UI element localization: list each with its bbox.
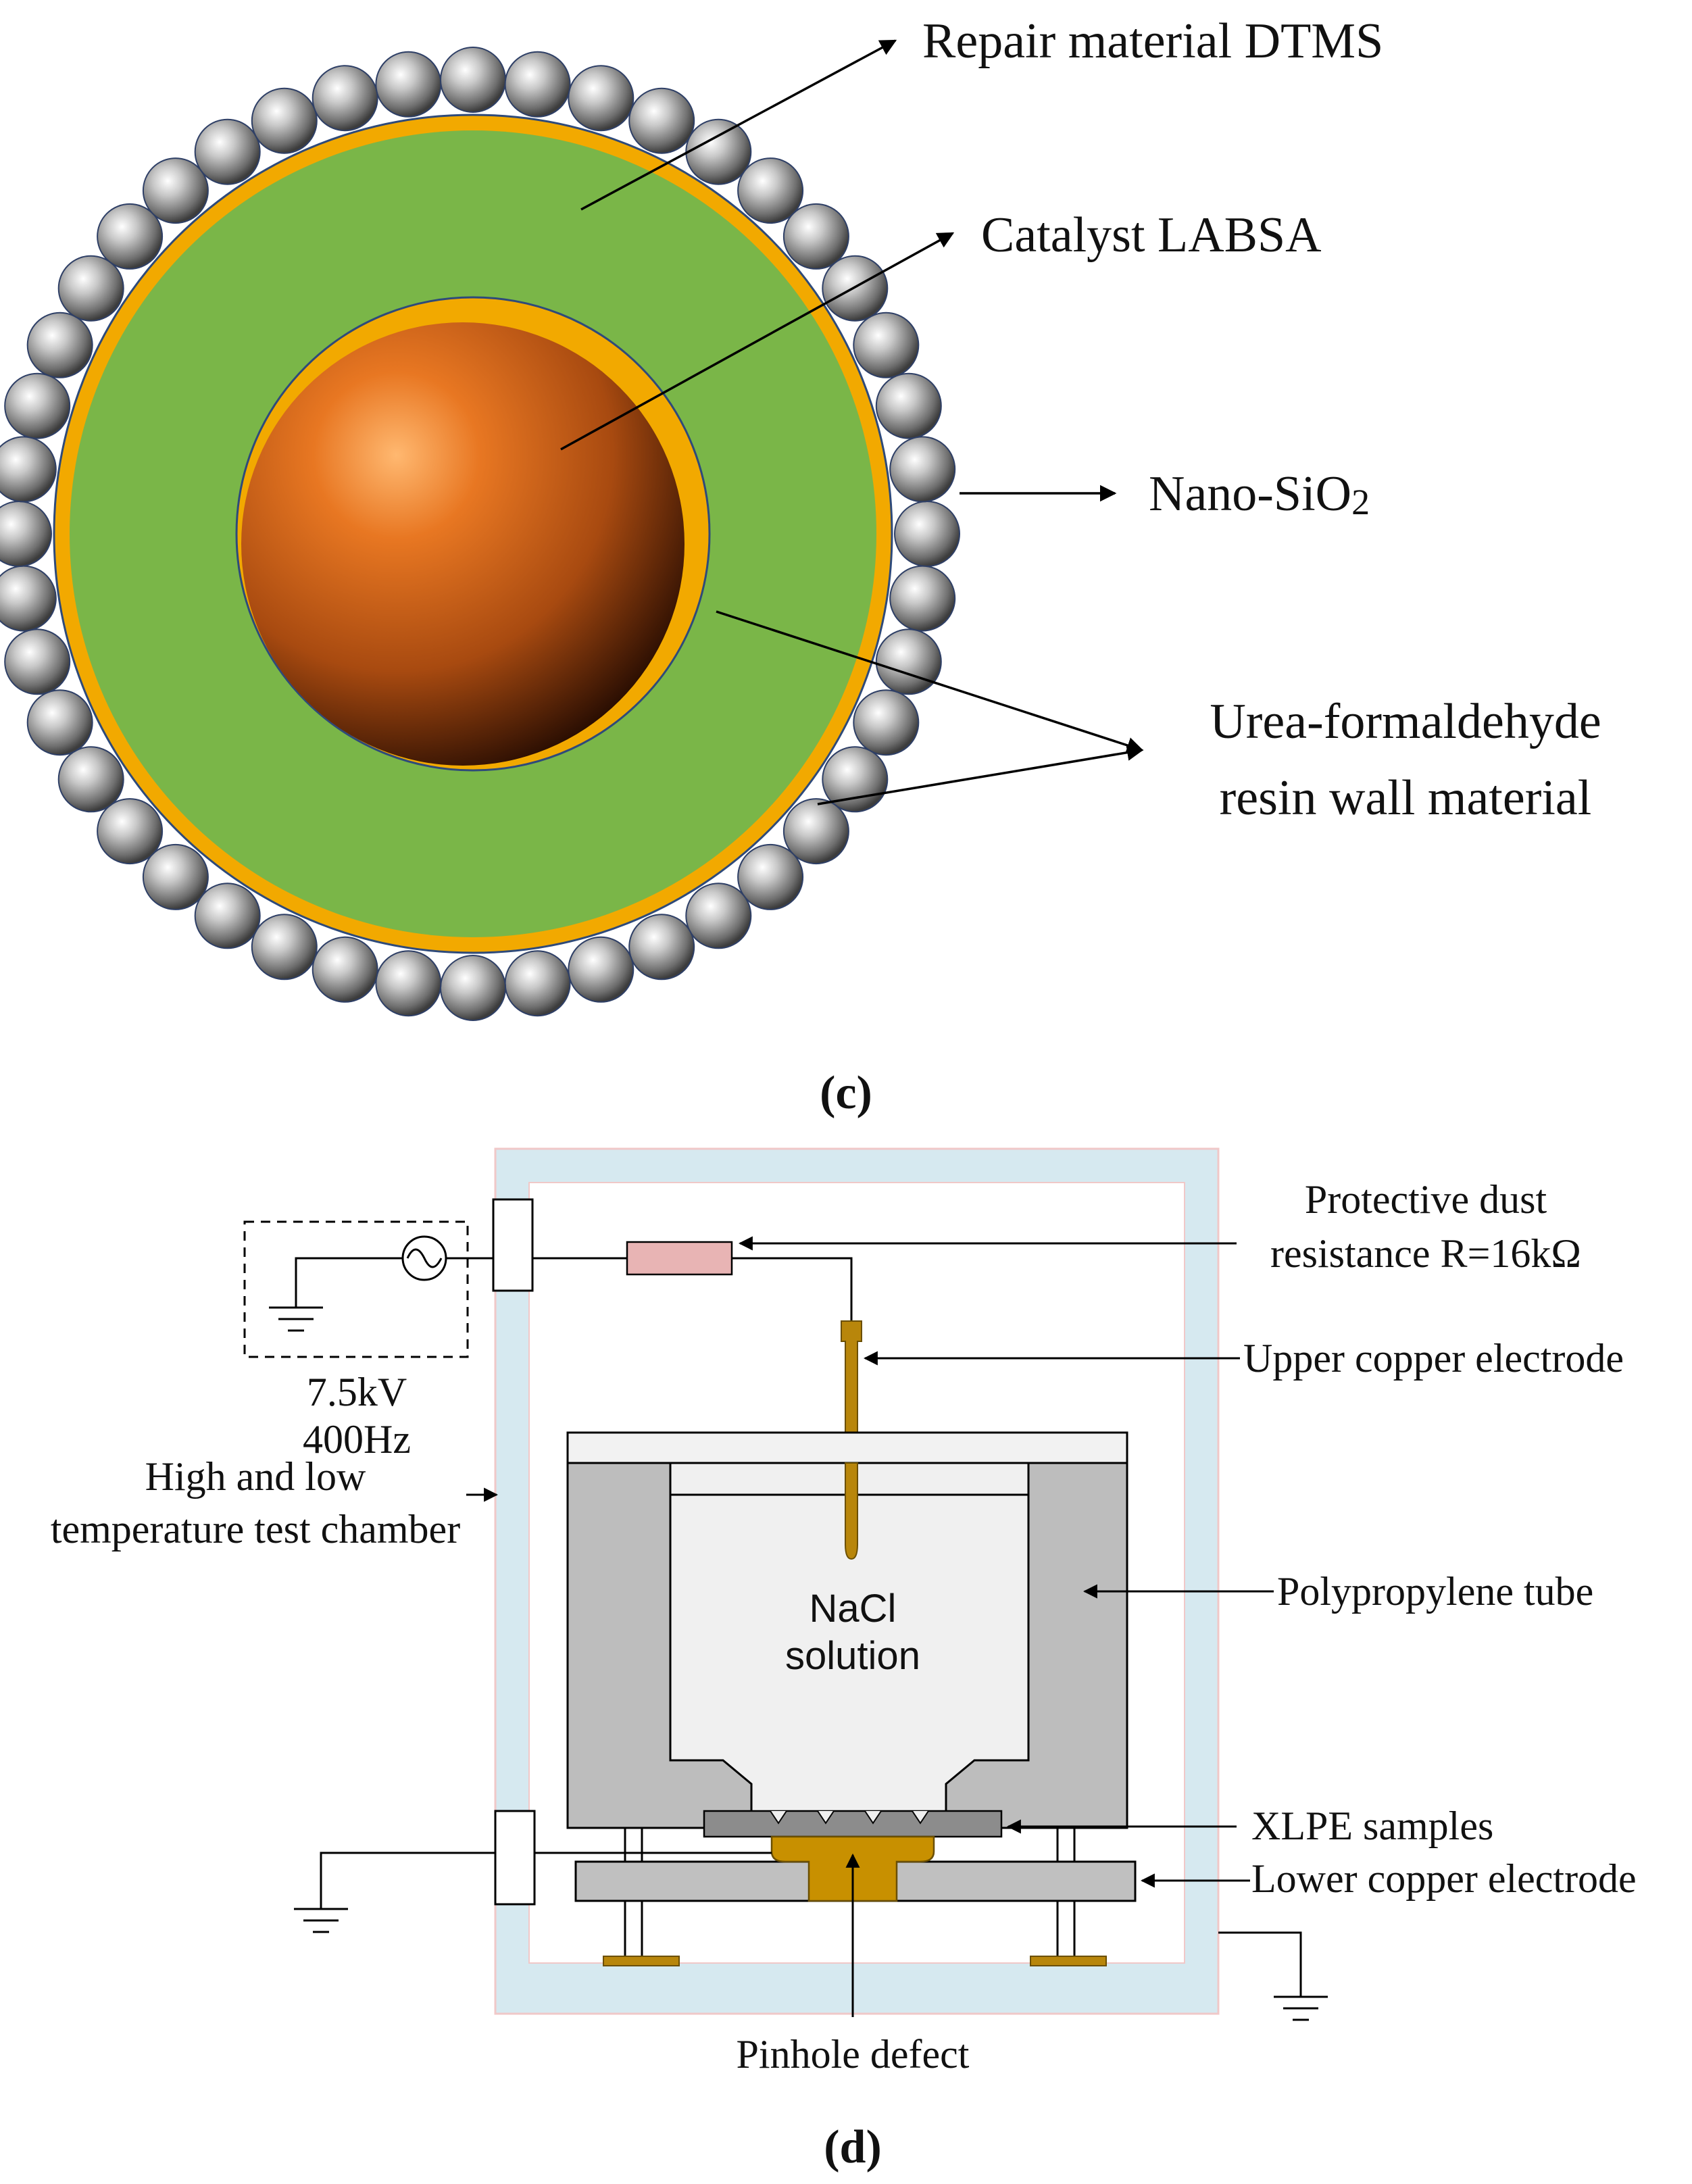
label-xlpe-samples: XLPE samples: [1251, 1804, 1493, 1848]
ground-icon-lower: [294, 1908, 348, 1933]
label-frequency: 400Hz: [303, 1417, 411, 1462]
nano-sio2-particle: [194, 883, 261, 949]
lower-ground-wire: [320, 1852, 495, 1909]
tube-lid: [566, 1431, 1128, 1464]
nano-sio2-particle: [782, 203, 849, 270]
nano-sio2-particle: [0, 501, 52, 567]
label-chamber-line1: High and low: [145, 1454, 366, 1499]
catalyst-leader: [560, 232, 955, 451]
nano-sio2-particle: [894, 501, 960, 567]
label-resistor-line1: Protective dust: [1305, 1177, 1547, 1222]
nano-sio2-particle: [737, 843, 804, 910]
nano-sio2-particle: [97, 798, 164, 865]
figure-c: Repair material DTMS Catalyst LABSA Nano…: [0, 14, 1601, 1119]
nano-sio2-particle: [685, 118, 752, 185]
label-chamber-line2: temperature test chamber: [51, 1507, 460, 1552]
nano-sio2-particle: [375, 51, 442, 118]
nano-sio2-particle: [853, 312, 920, 378]
foot-left: [603, 1956, 680, 1966]
nano-sio2-particle: [194, 118, 261, 185]
repair-leader: [580, 39, 897, 211]
nano-sio2-particle: [142, 843, 209, 910]
nano-sio2-particle: [875, 628, 942, 695]
label-nano-sio2: Nano-SiO2: [1149, 466, 1370, 522]
nano-sio2-particle: [628, 87, 695, 154]
label-upper-electrode: Upper copper electrode: [1243, 1336, 1624, 1381]
ground-icon-chamber: [1274, 1995, 1328, 2021]
nano-sio2-particle: [568, 65, 634, 132]
label-pinhole: Pinhole defect: [737, 2032, 970, 2077]
nano-sio2-particle: [889, 436, 956, 503]
nano-sio2-particle: [0, 436, 57, 503]
nano-sio2-particle: [142, 157, 209, 224]
nano-sio2-particle: [685, 883, 752, 949]
nano-sio2-particle: [568, 936, 634, 1003]
label-catalyst: Catalyst LABSA: [981, 207, 1322, 263]
pinhole-notches: [770, 1810, 929, 1825]
chamber-ground-wire: [1218, 1931, 1302, 1997]
power-source-box: [243, 1220, 469, 1358]
core-sphere: [241, 322, 685, 766]
label-resistor-line2: resistance R=16kΩ: [1270, 1231, 1581, 1276]
nano-sio2-particle: [251, 87, 318, 154]
label-urea-line1: Urea-formaldehyde: [1210, 694, 1601, 749]
nano-sio2-particle: [628, 914, 695, 981]
lower-bushing: [494, 1810, 536, 1906]
urea-leader-outer: [817, 744, 1144, 805]
caption-d: (d): [824, 2121, 882, 2173]
upper-bushing: [492, 1198, 534, 1292]
nano-sio2-particle: [889, 565, 956, 632]
nano-sio2-particle: [504, 51, 571, 118]
nano-sio2-particle: [57, 255, 124, 322]
resistor-to-electrode: [732, 1257, 853, 1321]
nano-sio2-particle: [251, 914, 318, 981]
nano-sio2-particle: [504, 950, 571, 1017]
upper-copper-electrode-tip: [845, 1462, 858, 1560]
nano-sio2-particle: [440, 955, 506, 1021]
nano-sio2-particle: [312, 936, 378, 1003]
label-voltage: 7.5kV: [307, 1370, 407, 1414]
protective-resistor: [626, 1241, 733, 1276]
label-urea-line2: resin wall material: [1220, 770, 1592, 826]
label-nano-sub: 2: [1351, 482, 1370, 522]
ground-wire-source: [295, 1257, 403, 1308]
ground-icon-source: [269, 1306, 323, 1332]
xlpe-sample: [703, 1810, 1003, 1838]
label-nacl: NaCl: [810, 1587, 897, 1631]
nano-sio2-particle: [4, 628, 71, 695]
nano-sio2-particle: [375, 950, 442, 1017]
label-solution: solution: [785, 1634, 920, 1678]
nano-sio2-particle: [440, 47, 506, 113]
nano-sio2-particle: [4, 372, 71, 439]
caption-c: (c): [820, 1067, 872, 1119]
nano-sio2-particle: [26, 312, 93, 378]
nano-sio2-particle: [0, 565, 57, 632]
nano-sio2-particle: [312, 65, 378, 132]
nano-sio2-particle: [97, 203, 164, 270]
nano-sio2-particle: [57, 746, 124, 813]
urea-leader-inner: [716, 610, 1144, 753]
nano-sio2-particle: [853, 689, 920, 756]
nano-sio2-particle: [875, 372, 942, 439]
nano-sio2-particle: [26, 689, 93, 756]
nano-sio2-particle: [782, 798, 849, 865]
label-nano-main: Nano-SiO: [1149, 466, 1351, 522]
figure-d: NaCl solution: [51, 1147, 1637, 2173]
label-repair-material: Repair material DTMS: [922, 14, 1383, 69]
ac-wave: [406, 1248, 443, 1268]
label-lower-electrode: Lower copper electrode: [1251, 1856, 1637, 1901]
nano-sio2-particle: [737, 157, 804, 224]
foot-right: [1030, 1956, 1107, 1966]
label-tube: Polypropylene tube: [1277, 1569, 1593, 1614]
